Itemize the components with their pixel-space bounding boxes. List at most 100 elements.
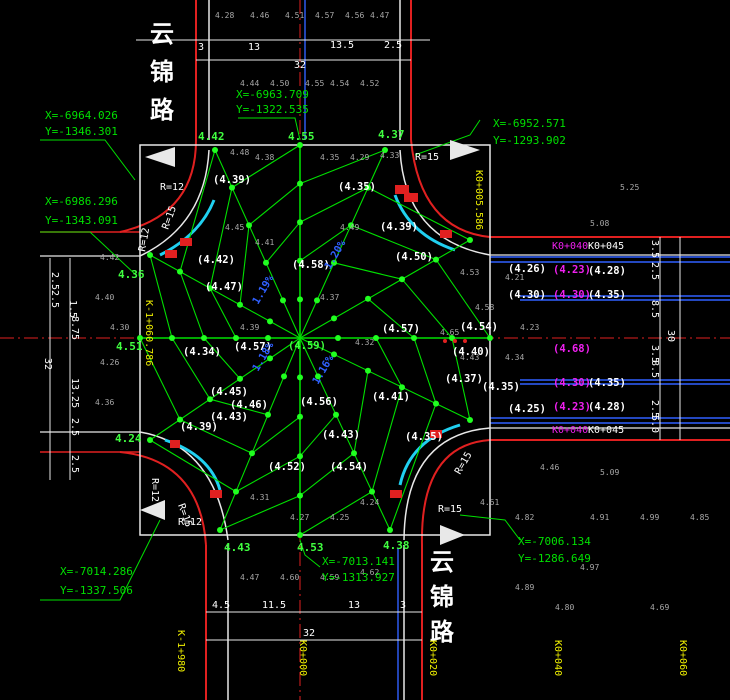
grade-link [179, 419, 253, 454]
leader-lines [40, 39, 681, 641]
coord-n-y: Y=-1322.535 [236, 103, 309, 116]
grade-link [299, 187, 369, 223]
dim-top-1: 3 [198, 42, 204, 53]
spot-elevation: 4.46 [250, 11, 269, 20]
grade-link [299, 414, 337, 457]
grade-link [299, 224, 352, 262]
grade-node [217, 527, 223, 533]
grade-node [411, 335, 417, 341]
grade-node [249, 450, 255, 457]
grade-node [280, 297, 286, 304]
coordinate-labels: X=-6964.026 Y=-1346.301 X=-6963.709 Y=-1… [45, 88, 591, 597]
spot-elevation: 4.31 [250, 493, 269, 502]
dim-right-2: 2.5 [649, 262, 660, 280]
spot-elevation: 4.42 [100, 253, 119, 262]
grade-line [149, 254, 301, 339]
grade-link [299, 452, 355, 497]
spot-elevation: 4.55 [305, 79, 324, 88]
direction-arrows [140, 140, 480, 545]
coord-sw-y: Y=-1337.506 [60, 584, 133, 597]
coord-w-y: Y=-1343.091 [45, 214, 118, 227]
spot-elevation: 4.69 [650, 603, 669, 612]
elev-ne4: (4.54) [460, 321, 498, 333]
grade-link [248, 183, 301, 226]
grade-line [299, 239, 471, 339]
spot-elevation: 4.89 [515, 583, 534, 592]
spot-elevation: 4.34 [505, 353, 524, 362]
grade-node [233, 335, 239, 341]
station-bottom-2: K0+000 [297, 640, 308, 676]
grade-node [297, 374, 303, 381]
grade-node [297, 453, 303, 460]
dimensions-top: 3 13 13.5 2.5 32 [198, 40, 402, 71]
grade-node [365, 295, 371, 302]
grade-node [382, 147, 388, 153]
grade-link [375, 337, 403, 388]
grade-node [177, 268, 183, 275]
grade-node [177, 416, 183, 423]
dim-left-3: 1.5 [67, 300, 78, 318]
station-labels: K-1+060.786 K0+005.586 K0+040 K0+045 K0+… [143, 170, 688, 676]
spot-elevation: 4.27 [290, 513, 309, 522]
grade-node [399, 384, 405, 391]
elev-sw1: (4.39) [180, 421, 218, 433]
elev-corner-sw: 4.24 [115, 432, 142, 445]
road-name-south-1: 云 [430, 548, 454, 576]
grade-node [297, 180, 303, 187]
dim-left-7: 2.5 [69, 455, 80, 473]
grade-node [331, 259, 337, 266]
spot-elevation: 5.08 [590, 219, 609, 228]
elev-s1: (4.52) [268, 461, 306, 473]
spot-elevation: 4.60 [280, 573, 299, 582]
spot-elevation: 4.35 [320, 153, 339, 162]
elev-r6: (4.35) [588, 377, 626, 389]
grade-node [297, 413, 303, 420]
right-elevations: (4.26) (4.28) (4.23) (4.30) (4.35) (4.68… [508, 263, 626, 415]
grade-link [367, 298, 415, 339]
spot-elevation: 4.26 [100, 358, 119, 367]
dim-right-total: 30 [665, 330, 676, 342]
station-k0045-a: K0+045 [588, 241, 624, 252]
elev-se1: (4.41) [372, 391, 410, 403]
dimensions-bottom: 4.5 11.5 13 3 32 [212, 600, 406, 639]
grade-link [235, 455, 301, 493]
spot-elevation: 4.29 [350, 153, 369, 162]
station-k0005: K0+005.586 [473, 170, 484, 230]
grade-node [335, 335, 341, 341]
dim-right-7: 5.0 [649, 415, 660, 433]
dim-bottom-2: 11.5 [262, 600, 286, 611]
grade-link [251, 416, 301, 454]
road-name-south-2: 锦 [430, 583, 454, 611]
spot-elevation: 4.40 [95, 293, 114, 302]
grade-node [237, 375, 243, 382]
dim-right-1: 3.5 [649, 240, 660, 258]
elev-r8: (4.28) [588, 401, 626, 413]
spot-elevation: 4.50 [270, 79, 289, 88]
spot-elevation: 4.85 [690, 513, 709, 522]
elev-ne1: (4.35) [338, 181, 376, 193]
spot-elevation: 4.91 [590, 513, 609, 522]
elev-ne2: (4.39) [380, 221, 418, 233]
dim-left-total: 32 [42, 358, 53, 370]
dim-top-3: 13.5 [330, 40, 354, 51]
elev-corner-ne: 4.37 [378, 128, 405, 141]
elev-corner-n: 4.55 [288, 130, 315, 143]
elev-ne3: (4.50) [395, 251, 433, 263]
elev-m1: (4.23) [553, 264, 591, 276]
grade-link [371, 387, 403, 492]
spot-elevation: 4.56 [345, 11, 364, 20]
radius-ne: R=15 [415, 152, 439, 163]
road-name-south-3: 路 [430, 618, 455, 646]
elev-sw2: (4.43) [210, 411, 248, 423]
grade-node [369, 488, 375, 495]
spot-elevation: 4.46 [540, 463, 559, 472]
arrow-ne [450, 140, 480, 160]
spot-elevation: 4.25 [330, 513, 349, 522]
spot-elevation: 4.53 [460, 268, 479, 277]
spot-elevation: 4.49 [340, 223, 359, 232]
dim-right-6: 2.5 [649, 400, 660, 418]
radius-nw-c: R=12 [137, 227, 152, 253]
coord-nw-x: X=-6964.026 [45, 109, 118, 122]
grade-link [171, 337, 211, 400]
